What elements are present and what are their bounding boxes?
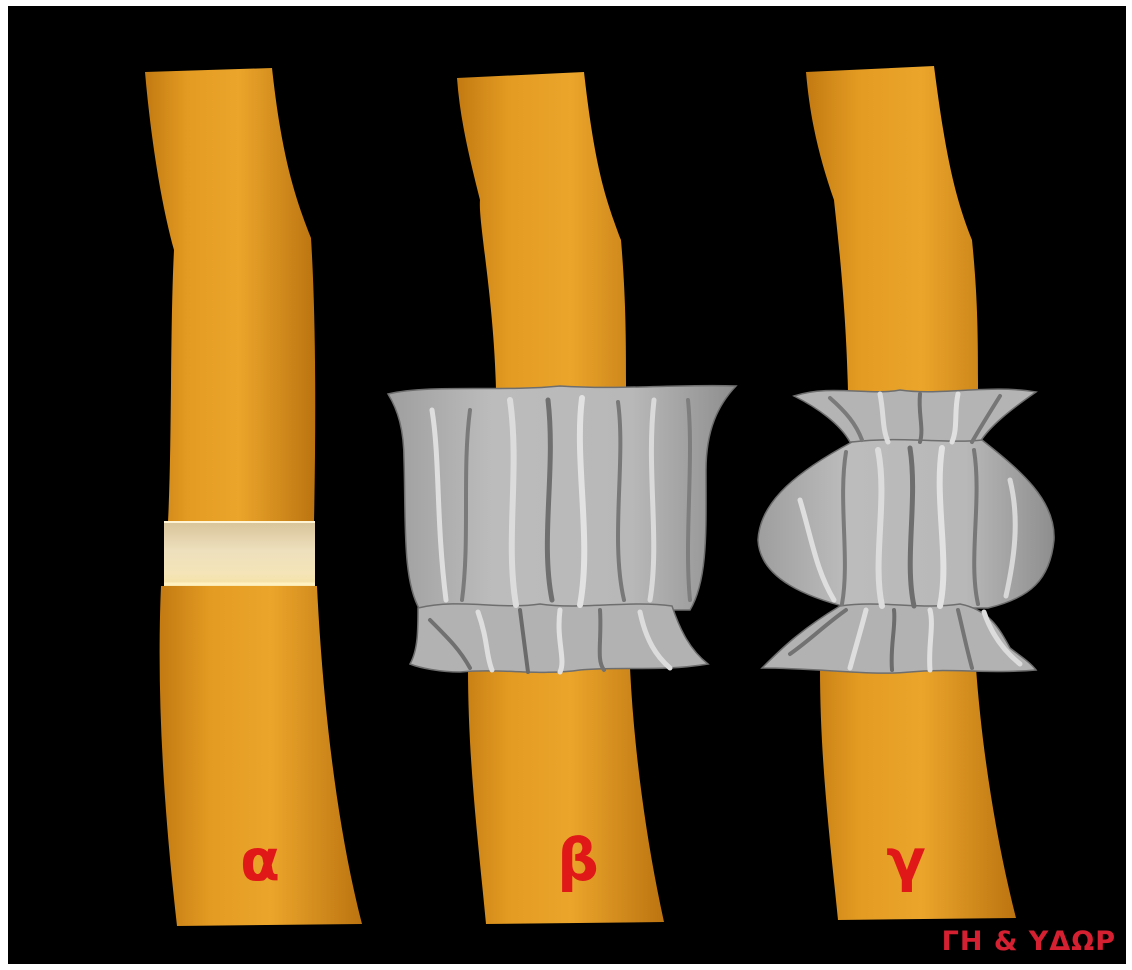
graft-band [164,522,315,586]
panel-label-a: α [240,826,280,894]
watermark-text: ΓΗ & ΥΔΩΡ [942,926,1116,957]
panel-label-b: β [557,826,599,894]
panel-label-c: γ [886,826,926,894]
